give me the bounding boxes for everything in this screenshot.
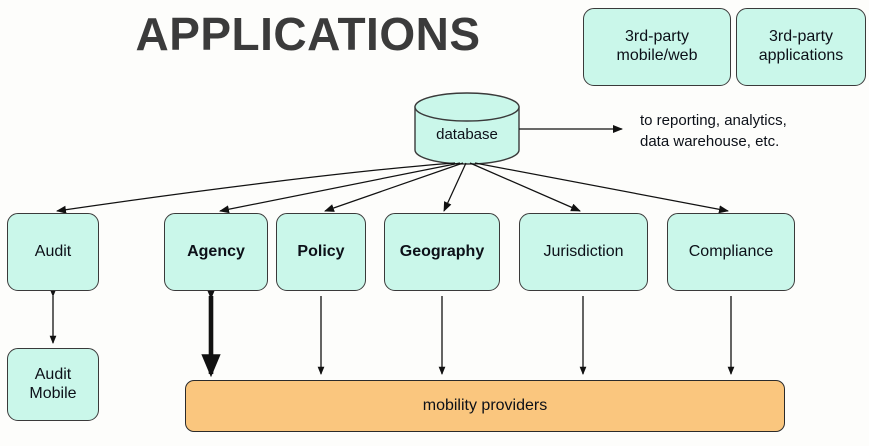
third-party-applications-line2: applications [758, 47, 844, 64]
edge-db-to-compliance [474, 162, 729, 214]
audit-mobile-line1: Audit [34, 365, 72, 383]
audit-mobile-line2: Mobile [29, 384, 77, 402]
database-label: database [436, 125, 498, 143]
third-party-mobile-web-line1: 3rd-party [624, 28, 690, 46]
third-party-applications-line1: 3rd-party [768, 28, 834, 46]
edge-db-to-policy [324, 162, 464, 212]
edge-db-to-jurisdiction [469, 162, 581, 212]
module-label-policy: Policy [297, 242, 345, 260]
module-box-jurisdiction[interactable]: Jurisdiction [519, 213, 648, 291]
edge-db-to-audit [56, 162, 456, 214]
module-box-agency[interactable]: Agency [164, 213, 268, 291]
side-note-text: to reporting, analytics, data warehouse,… [640, 110, 864, 153]
mobility-providers-label: mobility providers [422, 396, 548, 414]
module-label-geography: Geography [399, 242, 485, 260]
module-box-policy[interactable]: Policy [276, 213, 366, 291]
database-node[interactable]: database [415, 93, 519, 165]
page-title: APPLICATIONS [135, 8, 481, 60]
third-party-mobile-web-box[interactable]: 3rd-party mobile/web [583, 8, 731, 86]
third-party-applications-box[interactable]: 3rd-party applications [736, 8, 866, 86]
module-label-audit: Audit [34, 242, 72, 260]
edge-db-to-agency [219, 162, 461, 214]
module-box-geography[interactable]: Geography [384, 213, 500, 291]
side-note-line2: data warehouse, etc. [640, 133, 780, 151]
module-label-agency: Agency [187, 242, 245, 260]
mobility-providers-bar[interactable]: mobility providers [185, 380, 785, 432]
side-note-line1: to reporting, analytics, [640, 112, 787, 129]
audit-mobile-box[interactable]: Audit Mobile [7, 348, 99, 421]
module-box-compliance[interactable]: Compliance [667, 213, 795, 291]
module-label-compliance: Compliance [688, 242, 774, 260]
module-label-jurisdiction: Jurisdiction [543, 242, 624, 260]
edge-db-to-geography [443, 162, 467, 212]
module-box-audit[interactable]: Audit [7, 213, 99, 291]
third-party-mobile-web-line2: mobile/web [616, 47, 698, 64]
